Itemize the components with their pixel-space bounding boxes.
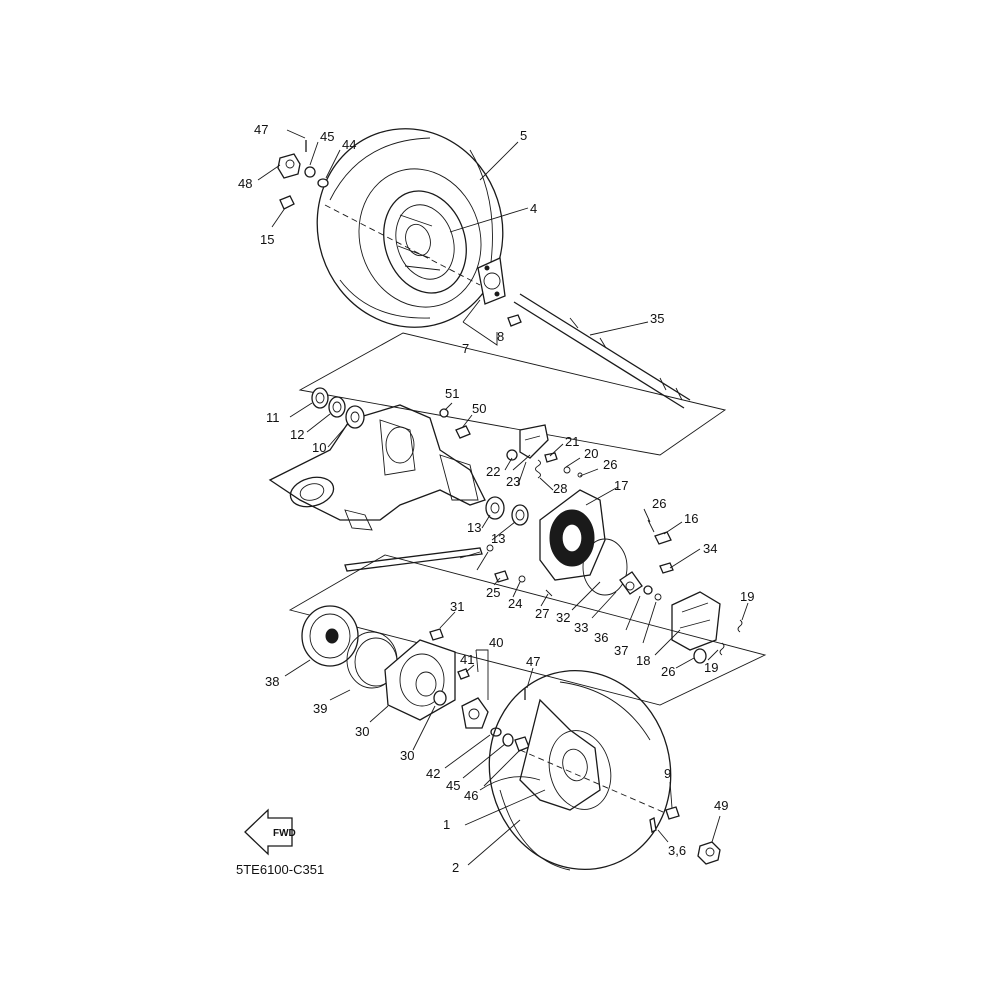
- callout-30: 30: [355, 724, 369, 739]
- diagram-code: 5TE6100-C351: [236, 862, 324, 877]
- upper-fasteners: [277, 140, 329, 210]
- callout-46-top: 47: [254, 122, 268, 137]
- upper-wheel-rim: [383, 190, 467, 294]
- callout-47-top: 48: [238, 176, 252, 191]
- callout-46-low: 47: [526, 654, 540, 669]
- pin: [344, 547, 483, 572]
- oil-seals-bearings-left: [311, 387, 365, 429]
- callout-49: 51: [445, 386, 459, 401]
- callout-34: 33: [574, 620, 588, 635]
- callout-35: 34: [703, 541, 717, 556]
- callout-26-a: 26: [603, 457, 617, 472]
- callout-47-low: 49: [714, 798, 728, 813]
- rear-axle-shaft: [513, 293, 691, 409]
- callout-11: 11: [266, 410, 280, 425]
- upper-tire: [316, 128, 504, 328]
- callout-18: 18: [636, 653, 650, 668]
- callout-24: 24: [508, 596, 522, 611]
- callout-2: 2: [452, 860, 459, 875]
- callout-27: 26: [661, 664, 675, 679]
- callout-3-6: 3,6: [668, 843, 686, 858]
- callout-42: 41: [460, 652, 474, 667]
- callout-48: 50: [472, 401, 486, 416]
- callout-44-low: 45: [446, 778, 460, 793]
- callout-33: 32: [556, 610, 570, 625]
- callout-45-low: 46: [464, 788, 478, 803]
- brake-panel: [494, 489, 674, 601]
- callout-20: 20: [584, 446, 598, 461]
- callout-12: 12: [290, 427, 304, 442]
- callout-17: 16: [684, 511, 698, 526]
- callout-37: 36: [594, 630, 608, 645]
- brake-drum: [384, 639, 456, 721]
- callout-8: 8: [497, 329, 504, 344]
- lower-wheel-rim: [479, 698, 612, 811]
- upper-hub: [477, 257, 522, 327]
- callout-44-top: 44: [342, 137, 356, 152]
- callout-19-b: 19: [704, 660, 718, 675]
- final-drive-housing: [268, 404, 486, 531]
- callout-14: 13: [467, 520, 481, 535]
- callout-labels: 47 45 44 48 15 5 4 7 8 35 11 12 10 51 50…: [238, 122, 754, 875]
- callout-15: 15: [260, 232, 274, 247]
- callout-43: 42: [426, 766, 440, 781]
- callout-29: 28: [553, 481, 567, 496]
- callout-5: 5: [520, 128, 527, 143]
- callout-45-top: 45: [320, 129, 334, 144]
- callout-13: 13: [491, 531, 505, 546]
- callout-16: 17: [614, 478, 628, 493]
- bearings-right: [485, 496, 529, 526]
- callout-38: 37: [614, 643, 628, 658]
- callout-23: 23: [506, 474, 520, 489]
- callout-28: 27: [535, 606, 549, 621]
- callout-9: 9: [664, 766, 671, 781]
- callout-10: 10: [312, 440, 326, 455]
- lower-tire: [488, 669, 672, 871]
- fwd-arrow-icon: [244, 808, 293, 856]
- callout-32: 31: [450, 599, 464, 614]
- callout-19-a: 19: [740, 589, 754, 604]
- callout-22: 22: [486, 464, 500, 479]
- brake-lever-assembly: [439, 408, 583, 479]
- callout-7: 7: [462, 341, 469, 356]
- callout-41: 40: [489, 635, 503, 650]
- callout-36: 35: [650, 311, 664, 326]
- callout-26-b: 26: [652, 496, 666, 511]
- brake-drum-cover: [301, 605, 398, 689]
- callout-39: 38: [265, 674, 279, 689]
- callout-31: 30: [400, 748, 414, 763]
- leader-lines: [257, 129, 749, 866]
- callout-21: 21: [565, 434, 579, 449]
- callout-4: 4: [530, 201, 537, 216]
- callout-40: 39: [313, 701, 327, 716]
- callout-1: 1: [443, 817, 450, 832]
- brake-shoes: [671, 591, 743, 664]
- callout-25: 25: [486, 585, 500, 600]
- fwd-label: FWD: [273, 828, 296, 839]
